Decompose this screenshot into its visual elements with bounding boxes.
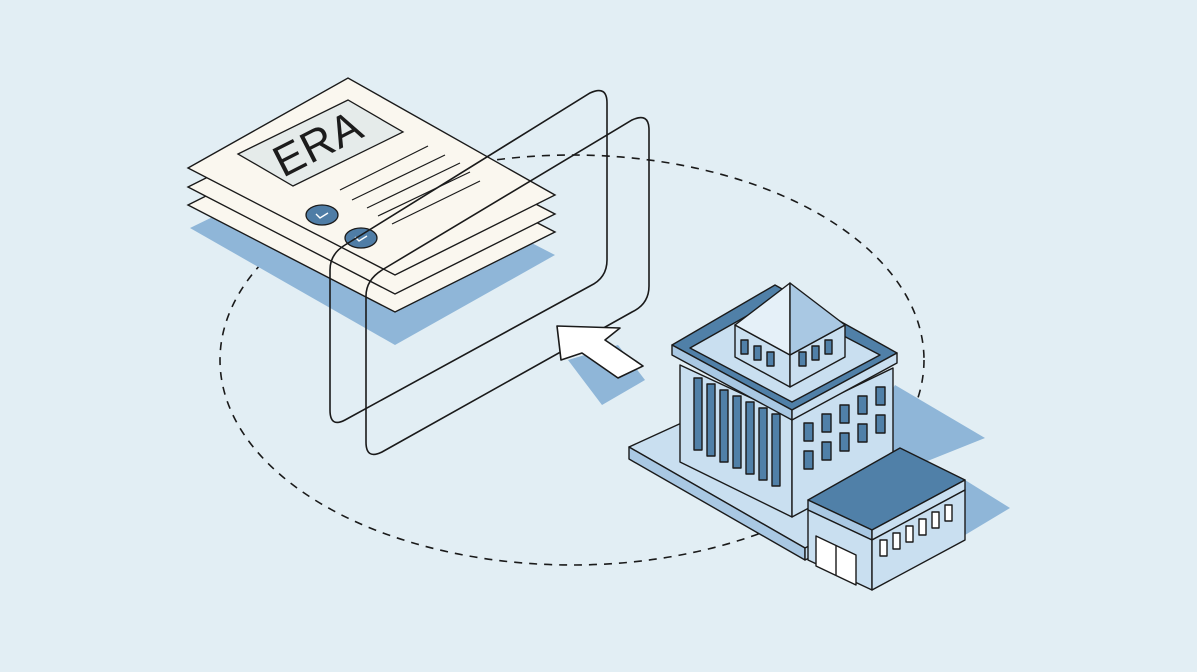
screen-frame-icon bbox=[329, 89, 650, 456]
cursor-arrow-icon bbox=[556, 325, 645, 405]
check-badge-icon bbox=[305, 204, 339, 226]
check-badge-icon bbox=[344, 227, 378, 249]
dashed-orbit-icon bbox=[219, 154, 925, 566]
document-stack-icon: ERA bbox=[186, 77, 557, 345]
bank-building-icon bbox=[628, 282, 1010, 591]
